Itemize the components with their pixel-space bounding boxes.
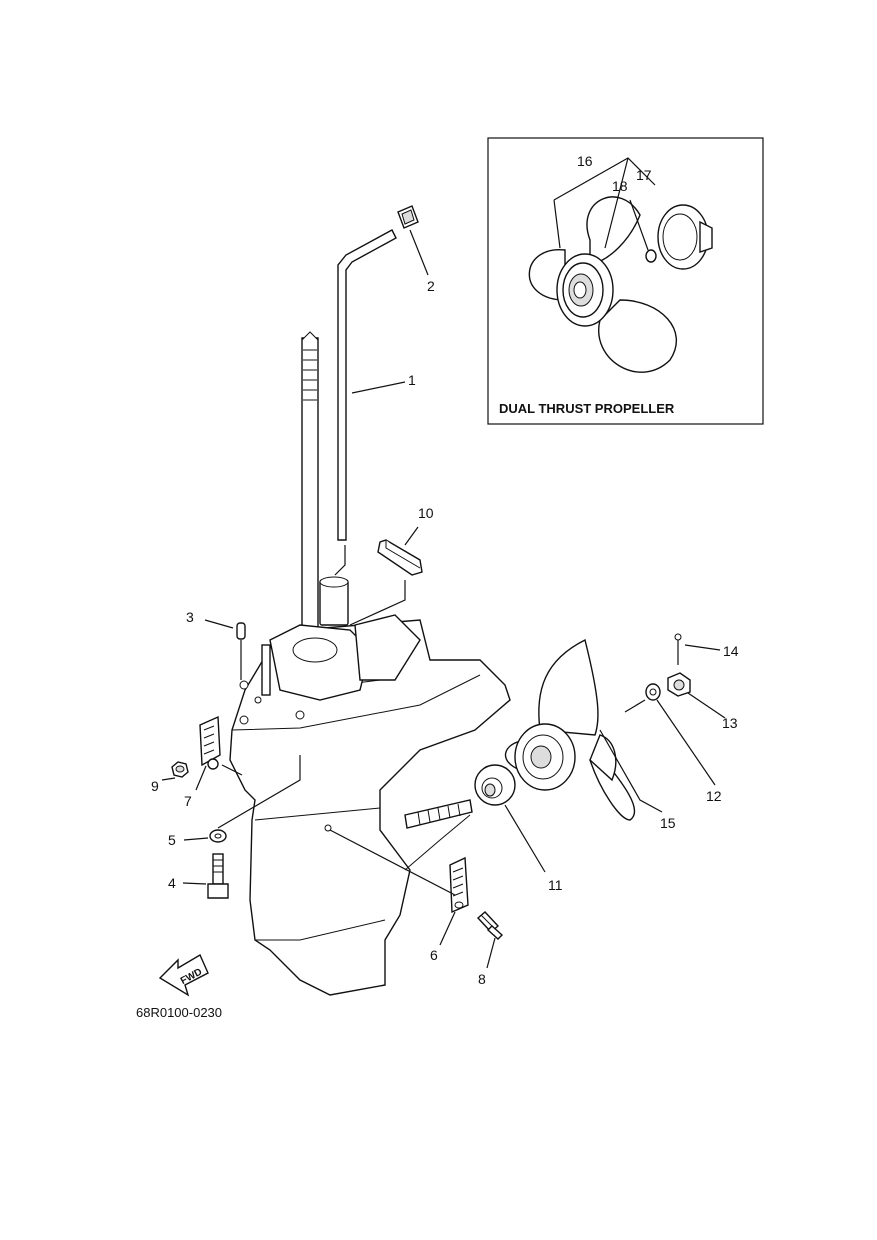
part-4-bolt bbox=[207, 853, 229, 899]
part-7-anode bbox=[199, 715, 221, 770]
callout-8: 8 bbox=[478, 971, 486, 987]
inset-title: DUAL THRUST PROPELLER bbox=[499, 401, 675, 416]
inset-washer-drawing bbox=[645, 249, 657, 263]
part-8-screw bbox=[476, 911, 504, 940]
callout-1: 1 bbox=[408, 372, 416, 388]
callout-9: 9 bbox=[151, 778, 159, 794]
part-6-anode bbox=[449, 856, 469, 914]
water-pump-housing bbox=[269, 614, 421, 701]
callout-2: 2 bbox=[427, 278, 435, 294]
callout-18: 18 bbox=[612, 178, 628, 194]
part-3-dowel-pin bbox=[236, 622, 246, 640]
diagram-code: 68R0100-0230 bbox=[136, 1005, 222, 1020]
callout-13: 13 bbox=[722, 715, 738, 731]
inset-spacer-drawing bbox=[657, 204, 713, 270]
part-1-water-tube bbox=[337, 229, 397, 541]
callout-6: 6 bbox=[430, 947, 438, 963]
part-11-spacer bbox=[474, 764, 516, 806]
part-12-washer bbox=[645, 683, 661, 701]
shift-rod bbox=[261, 644, 271, 696]
drive-shaft bbox=[301, 331, 319, 631]
part-2-grommet bbox=[397, 205, 419, 229]
fwd-direction-arrow: FWD bbox=[158, 953, 209, 997]
part-13-nut bbox=[667, 672, 691, 697]
callout-4: 4 bbox=[168, 875, 176, 891]
part-14-cotter-pin bbox=[674, 633, 682, 665]
callout-17: 17 bbox=[636, 167, 652, 183]
part-5-washer bbox=[209, 829, 227, 843]
anode-mount-hole bbox=[324, 824, 332, 832]
callout-15: 15 bbox=[660, 815, 676, 831]
callout-10: 10 bbox=[418, 505, 434, 521]
part-15-propeller bbox=[504, 638, 636, 821]
inset-propeller-drawing bbox=[528, 196, 677, 373]
callout-16: 16 bbox=[577, 153, 593, 169]
part-9-nut bbox=[171, 761, 189, 778]
callout-11: 11 bbox=[548, 877, 563, 893]
inset-dual-thrust-propeller: DUAL THRUST PROPELLER 16 17 18 bbox=[487, 137, 764, 425]
callout-5: 5 bbox=[168, 832, 176, 848]
propeller-shaft bbox=[404, 799, 473, 829]
callout-14: 14 bbox=[723, 643, 739, 659]
part-10-plate bbox=[377, 539, 423, 576]
callout-3: 3 bbox=[186, 609, 194, 625]
callout-12: 12 bbox=[706, 788, 722, 804]
callout-7: 7 bbox=[184, 793, 192, 809]
water-tube-seal bbox=[319, 576, 349, 626]
